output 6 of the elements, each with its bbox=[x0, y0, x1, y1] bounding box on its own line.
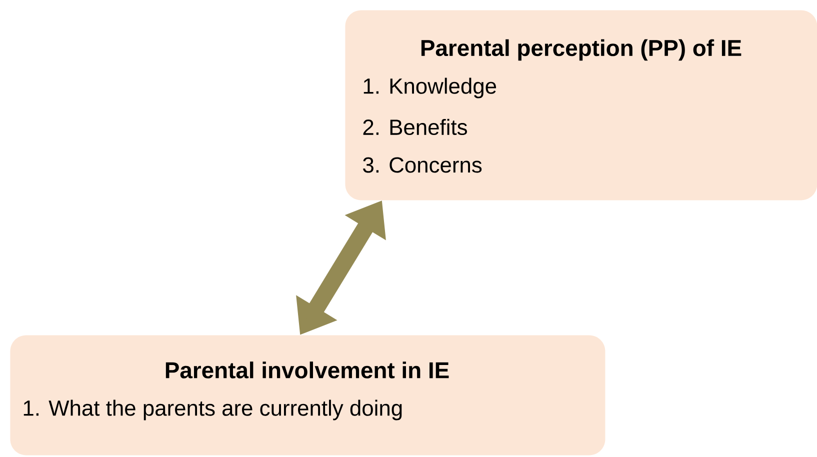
list-item: 1. What the parents are currently doing bbox=[24, 400, 402, 420]
list-item: 2. Benefits bbox=[363, 118, 467, 136]
list-item: 3. Concerns bbox=[363, 157, 482, 173]
list-item: 1. Knowledge bbox=[364, 78, 496, 98]
heading: Parental involvement in IE bbox=[166, 362, 449, 378]
heading: Parental perception (PP) of IE bbox=[421, 39, 742, 61]
